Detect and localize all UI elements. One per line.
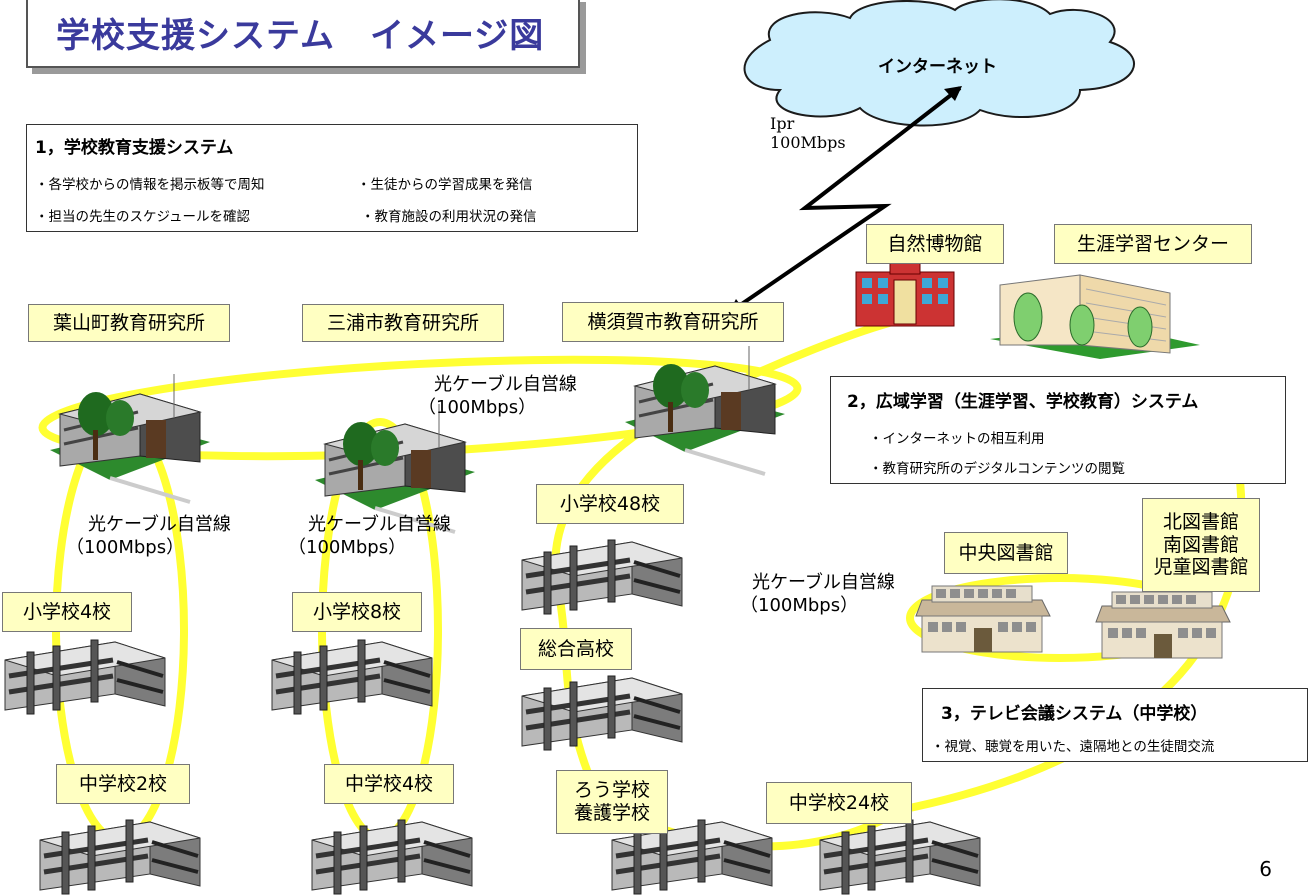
- cable-label-library: 光ケーブル自営線 （100Mbps）: [740, 572, 895, 617]
- branch-libraries-label: 北図書館 南図書館 児童図書館: [1142, 498, 1260, 592]
- section2-heading: 2，広域学習（生涯学習、学校教育）システム: [847, 392, 1199, 412]
- cable-name: 光ケーブル自営線: [752, 572, 895, 593]
- section1-item: ・担当の先生のスケジュールを確認: [35, 209, 251, 225]
- museum-label: 自然博物館: [866, 224, 1004, 264]
- hayama-jhs-label: 中学校2校: [56, 764, 190, 804]
- cable-speed: （100Mbps）: [66, 536, 185, 558]
- yokosuka-special-label: ろう学校 養護学校: [556, 770, 668, 834]
- page-number: 6: [1259, 857, 1272, 881]
- branch-library-building: [1095, 591, 1231, 659]
- section2-box: 2，広域学習（生涯学習、学校教育）システム ・インターネットの相互利用 ・教育研…: [830, 376, 1286, 484]
- central-library-label: 中央図書館: [944, 532, 1068, 574]
- yokosuka-high-building: [522, 676, 682, 750]
- hayama-elem-label: 小学校4校: [2, 592, 132, 632]
- page-title: 学校支援システム イメージ図: [56, 16, 545, 56]
- cable-label-miura: 光ケーブル自営線 （100Mbps）: [288, 514, 451, 559]
- section1-item: ・各学校からの情報を掲示板等で周知: [35, 177, 265, 193]
- hayama-jhs-building: [40, 820, 200, 894]
- section3-box: 3，テレビ会議システム（中学校） ・視覚、聴覚を用いた、遠隔地との生徒間交流: [922, 688, 1308, 762]
- branch-library-name: 児童図書館: [1153, 556, 1249, 579]
- internet-link-label: Ipr 100Mbps: [770, 114, 846, 152]
- hayama-elem-building: [5, 640, 165, 714]
- hayama-institute-label: 葉山町教育研究所: [28, 304, 230, 342]
- internet-cloud: [743, 0, 1135, 127]
- yokosuka-elem-label: 小学校48校: [536, 484, 684, 524]
- branch-library-name: 北図書館: [1162, 510, 1239, 533]
- miura-jhs-label: 中学校4校: [324, 764, 454, 804]
- section1-heading: 1，学校教育支援システム: [35, 138, 234, 158]
- special-school-name: ろう学校: [573, 779, 650, 802]
- cable-speed: （100Mbps）: [288, 536, 407, 558]
- yokosuka-elem-building: [522, 540, 682, 614]
- miura-elem-label: 小学校8校: [292, 592, 422, 632]
- lifelong-center-label: 生涯学習センター: [1054, 224, 1252, 264]
- title-box: 学校支援システム イメージ図: [26, 0, 580, 68]
- miura-institute-label: 三浦市教育研究所: [302, 304, 504, 342]
- section1-item: ・教育施設の利用状況の発信: [361, 209, 537, 225]
- central-library-building: [915, 585, 1051, 653]
- cable-name: 光ケーブル自営線: [308, 514, 451, 535]
- internet-link-speed: 100Mbps: [770, 133, 846, 153]
- cable-label-ring: 光ケーブル自営線 （100Mbps）: [418, 374, 577, 419]
- cable-name: 光ケーブル自営線: [88, 514, 231, 535]
- miura-jhs-building: [312, 820, 472, 894]
- internet-link-name: Ipr: [770, 114, 795, 133]
- branch-library-name: 南図書館: [1162, 533, 1239, 556]
- section3-heading: 3，テレビ会議システム（中学校）: [941, 704, 1208, 724]
- section2-item: ・教育研究所のデジタルコンテンツの閲覧: [869, 461, 1125, 477]
- cable-label-hayama: 光ケーブル自営線 （100Mbps）: [66, 514, 231, 559]
- cable-name: 光ケーブル自営線: [434, 374, 577, 395]
- yokosuka-institute-label: 横須賀市教育研究所: [562, 302, 784, 342]
- section1-box: 1，学校教育支援システム ・各学校からの情報を掲示板等で周知 ・生徒からの学習成…: [26, 124, 638, 232]
- yokosuka-high-label: 総合高校: [520, 628, 632, 670]
- miura-institute-building: [313, 402, 477, 534]
- museum-building: [855, 261, 955, 327]
- section2-item: ・インターネットの相互利用: [869, 431, 1045, 447]
- internet-label: インターネット: [878, 57, 997, 77]
- special-school-name: 養護学校: [573, 802, 650, 824]
- cable-speed: （100Mbps）: [418, 396, 537, 418]
- section3-item: ・視覚、聴覚を用いた、遠隔地との生徒間交流: [931, 739, 1215, 755]
- miura-elem-building: [272, 640, 432, 714]
- yokosuka-jhs-label: 中学校24校: [766, 782, 912, 824]
- section1-item: ・生徒からの学習成果を発信: [357, 177, 533, 193]
- lifelong-center-building: [990, 274, 1200, 359]
- cable-speed: （100Mbps）: [740, 594, 859, 616]
